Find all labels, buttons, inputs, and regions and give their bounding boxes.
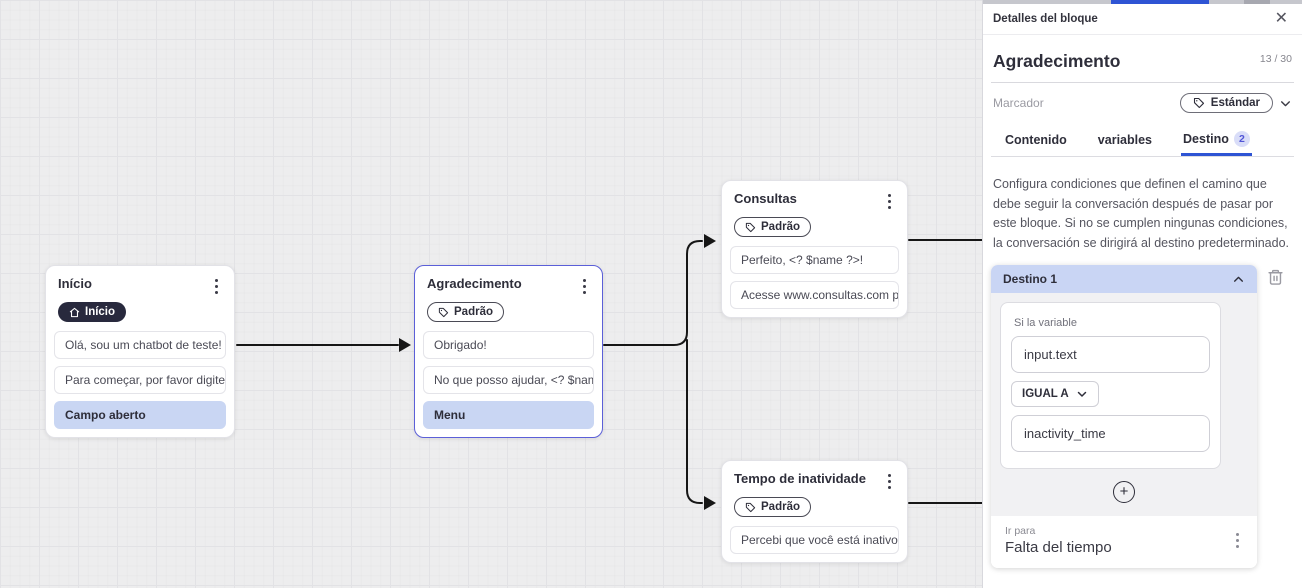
home-icon bbox=[69, 307, 80, 317]
chevron-up-icon[interactable] bbox=[1232, 273, 1245, 286]
close-icon[interactable]: ✕ bbox=[1274, 10, 1288, 27]
badge-label: Padrão bbox=[454, 306, 493, 318]
destination-title: Destino 1 bbox=[1003, 272, 1058, 286]
kebab-menu-icon[interactable] bbox=[884, 191, 895, 212]
message-row[interactable]: Percebi que você está inativo. C... bbox=[730, 526, 899, 554]
tag-icon bbox=[745, 222, 756, 232]
marker-label: Marcador bbox=[993, 96, 1044, 110]
tab-label: variables bbox=[1097, 133, 1153, 147]
destino-count-badge: 2 bbox=[1233, 131, 1250, 147]
node-agradecimento[interactable]: Agradecimento Padrão Obrigado! No que po… bbox=[414, 265, 603, 438]
tab-label: Destino bbox=[1183, 132, 1229, 146]
chevron-down-icon[interactable] bbox=[1279, 97, 1292, 110]
node-title: Agradecimento bbox=[427, 276, 522, 291]
badge-label: Início bbox=[85, 306, 116, 318]
condition-box: Si la variable IGUAL A bbox=[1000, 302, 1221, 469]
plus-icon: + bbox=[1119, 483, 1129, 500]
kebab-menu-icon[interactable] bbox=[211, 276, 222, 297]
condition-variable-input[interactable] bbox=[1011, 336, 1210, 373]
message-row[interactable]: Obrigado! bbox=[423, 331, 594, 359]
destination-card: Destino 1 Si la variable IGUAL A bbox=[991, 265, 1257, 568]
tab-destino[interactable]: Destino 2 bbox=[1181, 125, 1252, 156]
message-row[interactable]: Olá, sou um chatbot de teste! bbox=[54, 331, 226, 359]
badge-label: Padrão bbox=[761, 501, 800, 513]
flow-canvas[interactable]: Início Início Olá, sou um chatbot de tes… bbox=[0, 0, 982, 588]
kebab-menu-icon[interactable] bbox=[579, 276, 590, 297]
strip-segment bbox=[1244, 0, 1270, 4]
menu-row[interactable]: Menu bbox=[423, 401, 594, 429]
char-counter: 13 / 30 bbox=[1259, 53, 1292, 65]
panel-title: Detalles del bloque bbox=[993, 13, 1098, 25]
arrowhead-icon bbox=[399, 338, 411, 352]
condition-value-input[interactable] bbox=[1011, 415, 1210, 452]
tab-variables[interactable]: variables bbox=[1096, 127, 1154, 156]
tab-contenido[interactable]: Contenido bbox=[1003, 127, 1069, 156]
operator-value: IGUAL A bbox=[1022, 388, 1069, 400]
node-consultas[interactable]: Consultas Padrão Perfeito, <? $name ?>! … bbox=[721, 180, 908, 318]
active-tab-indicator bbox=[1111, 0, 1209, 4]
node-type-badge: Início bbox=[58, 302, 127, 322]
tag-icon bbox=[745, 502, 756, 512]
node-type-badge: Padrão bbox=[734, 217, 811, 237]
message-row[interactable]: Perfeito, <? $name ?>! bbox=[730, 246, 899, 274]
operator-select[interactable]: IGUAL A bbox=[1011, 381, 1099, 407]
badge-label: Padrão bbox=[761, 221, 800, 233]
add-condition-button[interactable]: + bbox=[1113, 481, 1135, 503]
kebab-menu-icon[interactable] bbox=[884, 471, 895, 492]
delete-destination-button[interactable] bbox=[1267, 268, 1284, 286]
block-name-field[interactable]: Agradecimento 13 / 30 bbox=[991, 51, 1294, 83]
block-details-panel: Detalles del bloque ✕ Agradecimento 13 /… bbox=[982, 0, 1302, 588]
arrowhead-icon bbox=[704, 234, 716, 248]
node-inicio[interactable]: Início Início Olá, sou um chatbot de tes… bbox=[45, 265, 235, 438]
destination-header[interactable]: Destino 1 bbox=[991, 265, 1257, 293]
node-type-badge: Padrão bbox=[427, 302, 504, 322]
arrowhead-icon bbox=[704, 496, 716, 510]
cropped-tab-strip bbox=[983, 0, 1302, 4]
tag-icon bbox=[438, 307, 449, 317]
trash-icon bbox=[1268, 269, 1283, 285]
go-to-label: Ir para bbox=[1005, 525, 1036, 537]
open-field-row[interactable]: Campo aberto bbox=[54, 401, 226, 429]
node-title: Início bbox=[58, 276, 92, 291]
node-title: Consultas bbox=[734, 191, 797, 206]
destino-description: Configura condiciones que definen el cam… bbox=[993, 177, 1289, 250]
tab-label: Contenido bbox=[1005, 133, 1067, 147]
message-row[interactable]: No que posso ajudar, <? $name ... bbox=[423, 366, 594, 394]
message-row[interactable]: Para começar, por favor digite o ... bbox=[54, 366, 226, 394]
edge-agradecimento-tempo bbox=[686, 339, 703, 504]
node-title: Tempo de inatividade bbox=[734, 471, 866, 486]
message-row[interactable]: Acesse www.consultas.com par... bbox=[730, 281, 899, 309]
node-tempo-inatividade[interactable]: Tempo de inatividade Padrão Percebi que … bbox=[721, 460, 908, 563]
condition-label: Si la variable bbox=[1014, 317, 1077, 329]
go-to-kebab-menu-icon[interactable] bbox=[1232, 530, 1243, 551]
chevron-down-icon bbox=[1077, 391, 1086, 397]
go-to-value[interactable]: Falta del tiempo bbox=[1005, 539, 1112, 556]
node-type-badge: Padrão bbox=[734, 497, 811, 517]
tag-icon bbox=[1193, 97, 1204, 109]
edge-agradecimento-consultas bbox=[603, 240, 703, 346]
marker-select-pill[interactable]: Estándar bbox=[1179, 93, 1273, 113]
marker-selected-value: Estándar bbox=[1210, 97, 1260, 109]
block-name[interactable]: Agradecimento bbox=[993, 51, 1121, 71]
